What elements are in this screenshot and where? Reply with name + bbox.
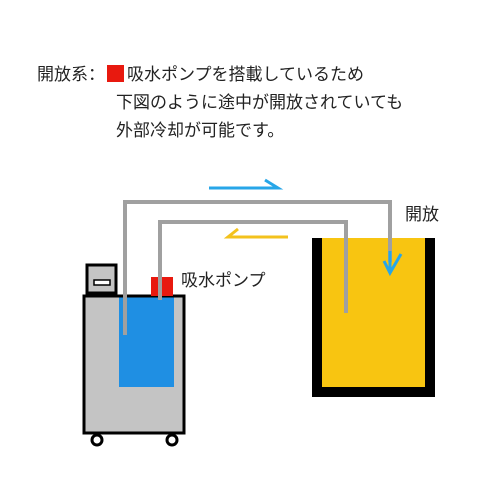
discharge-arrow (382, 251, 403, 277)
supply-pipe (123, 200, 392, 335)
return-pipe (158, 220, 348, 313)
wheel-left (90, 433, 104, 447)
controller-display (93, 279, 111, 286)
description-line-2: 下図のように途中が開放されていても (116, 93, 404, 113)
wheel-right (165, 433, 179, 447)
flow-return-arrow (223, 227, 288, 239)
description-prefix: 開放系： (37, 65, 105, 85)
open-tank (312, 238, 435, 397)
open-label: 開放 (405, 205, 439, 225)
internal-water-reservoir (119, 296, 174, 387)
pump-legend-square (107, 65, 124, 82)
description-line-3: 外部冷却が可能です。 (116, 121, 285, 141)
description-suffix: 吸水ポンプを搭載しているため (127, 65, 364, 85)
controller-box (85, 263, 118, 295)
description-line-1: 開放系： 吸水ポンプを搭載しているため (37, 64, 364, 86)
tank-liquid (317, 238, 430, 388)
pump-label: 吸水ポンプ (181, 271, 266, 291)
flow-out-arrow (209, 178, 284, 190)
